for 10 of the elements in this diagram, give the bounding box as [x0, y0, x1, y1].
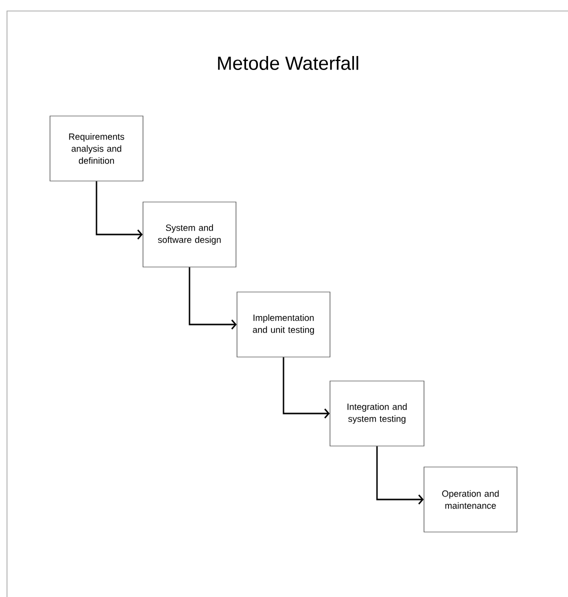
process-box: Requirements analysis and definition	[50, 116, 144, 182]
arrow	[376, 446, 424, 504]
arrow	[188, 267, 237, 330]
process-box: Integration and system testing	[330, 380, 424, 446]
process-box: Operation and maintenance	[424, 466, 518, 532]
process-box: System and software design	[142, 202, 236, 268]
title: Metode Waterfall	[218, 56, 358, 70]
arrow	[96, 181, 143, 240]
arrow	[282, 357, 330, 418]
process-box: Implementation and unit testing	[236, 292, 330, 358]
